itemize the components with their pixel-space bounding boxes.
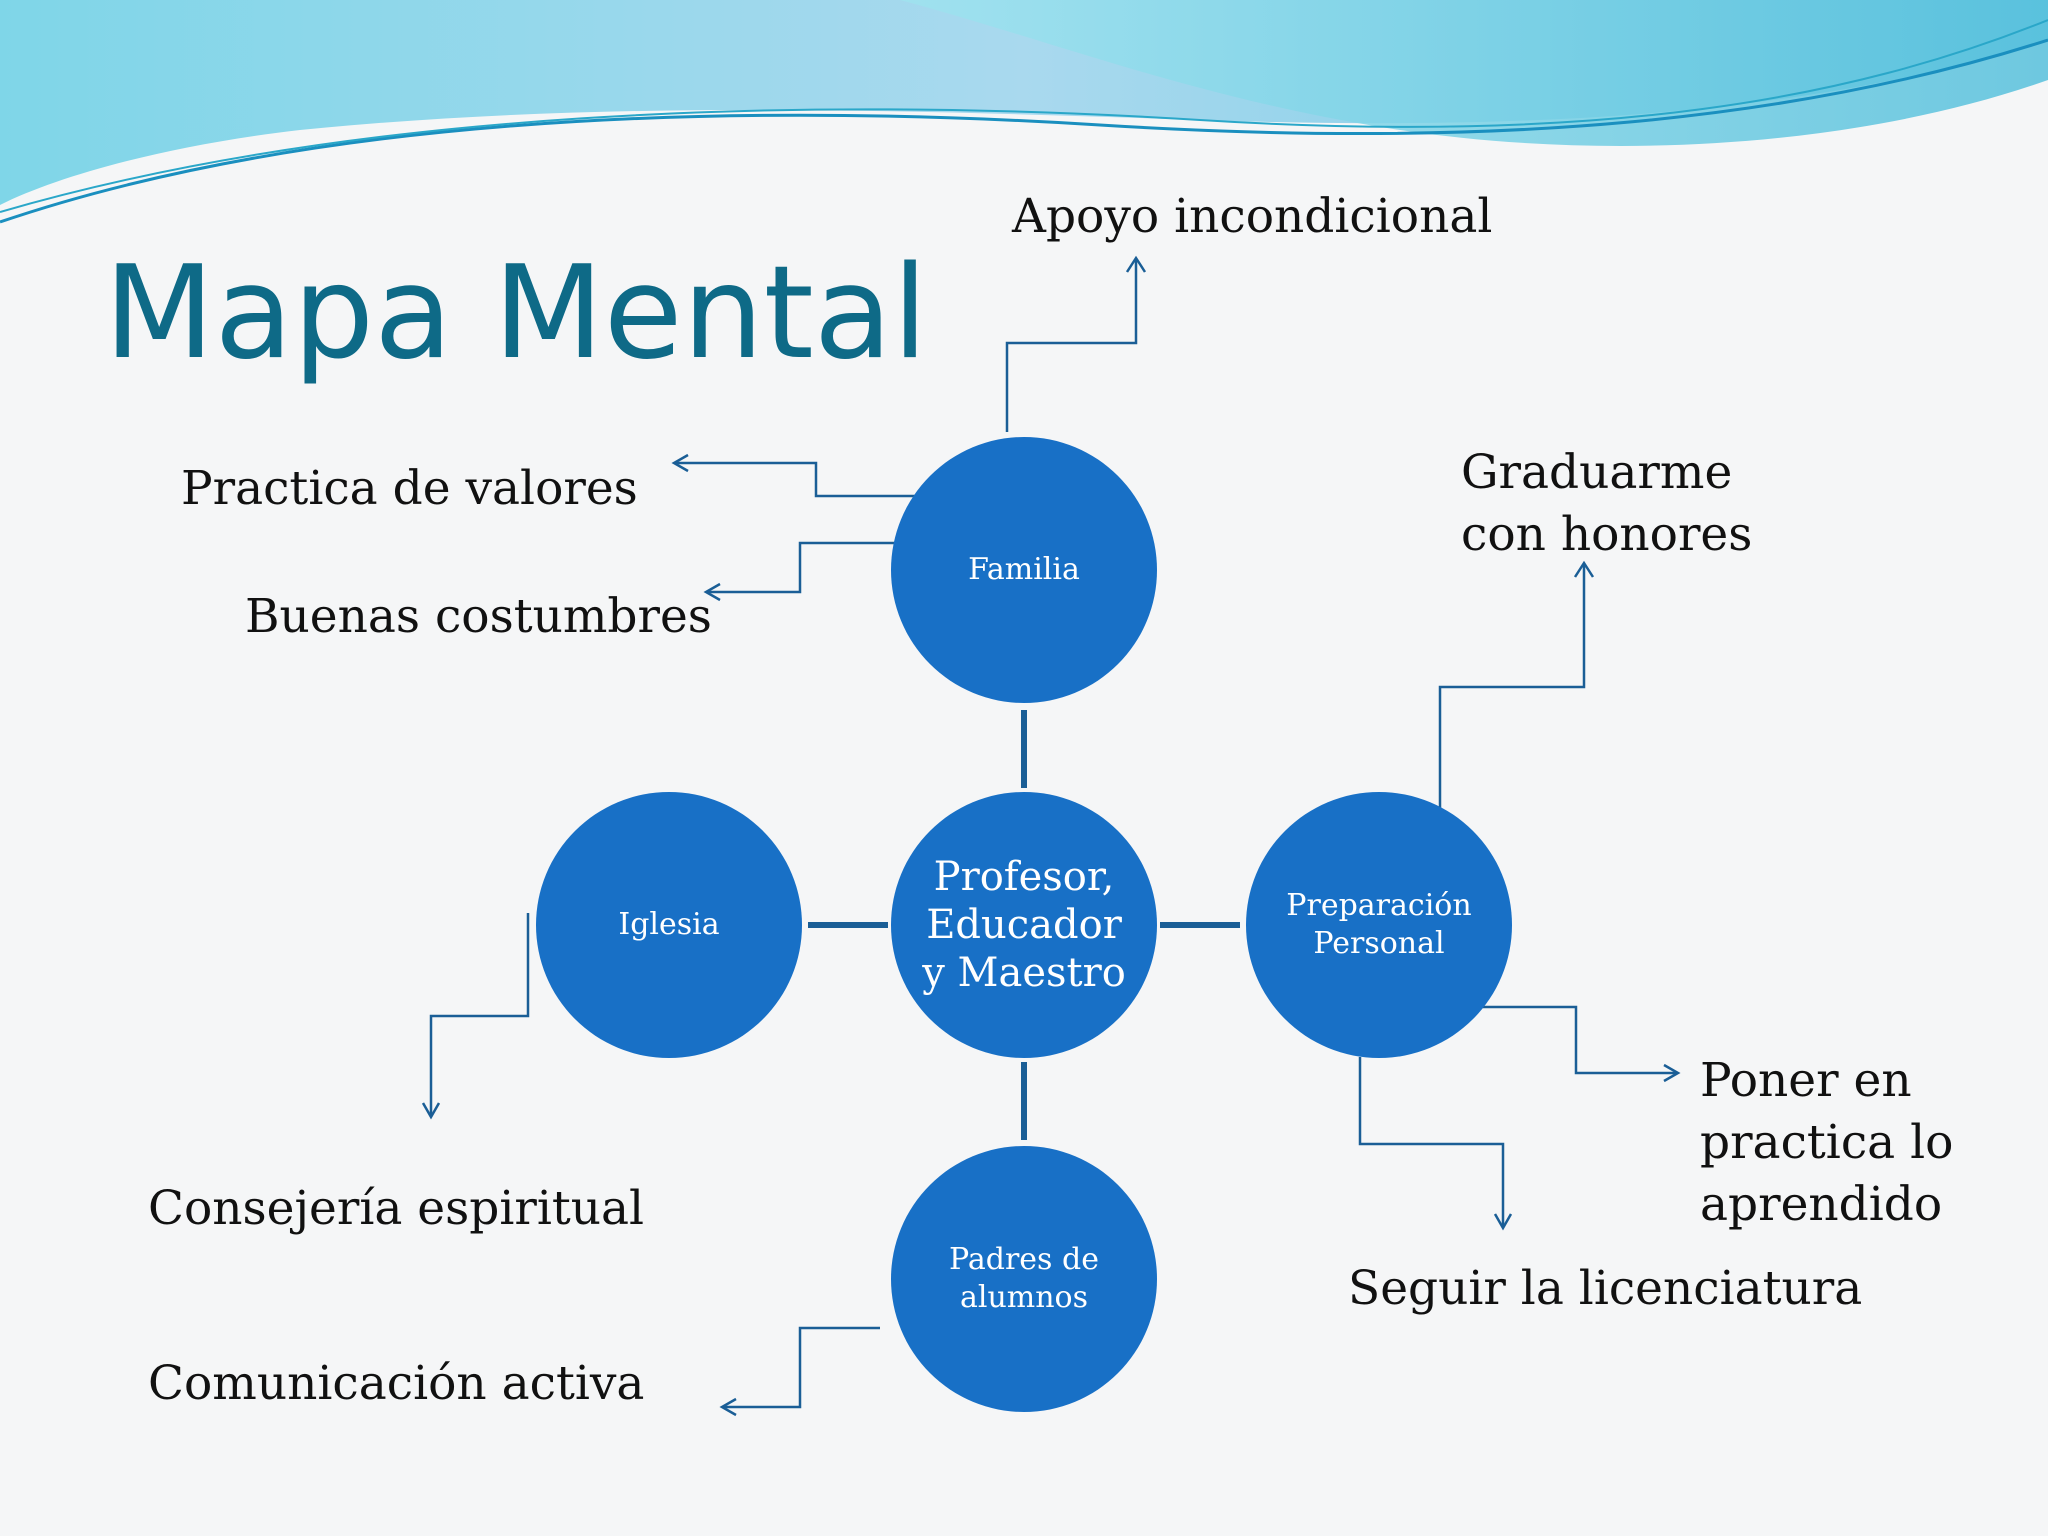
arrowhead-seguir [1493,1213,1513,1231]
node-padres-line2: alumnos [959,1280,1088,1315]
node-preparacion: Preparación Personal [1246,792,1512,1058]
label-poner-en-practica: Poner en practica lo aprendido [1700,1050,1953,1236]
connector-graduarme [1438,563,1586,815]
node-padres-line1: Padres de [949,1242,1099,1277]
label-graduarme-line1: Graduarme [1461,445,1733,500]
node-center-line1: Profesor, [933,854,1115,900]
label-seguir-la-licenciatura: Seguir la licenciatura [1348,1261,1863,1316]
label-poner-line1: Poner en [1700,1053,1912,1108]
arrowhead-buenas-costumbres [703,582,721,602]
arrowhead-apoyo [1125,255,1147,273]
label-practica-de-valores: Practica de valores [181,461,638,516]
node-center-line3: y Maestro [922,950,1126,996]
label-buenas-costumbres: Buenas costumbres [245,589,712,644]
header-wave-decoration [0,0,2048,224]
node-preparacion-line2: Personal [1313,926,1445,961]
arrowhead-practica-valores [671,453,689,473]
node-familia-label: Familia [968,552,1080,587]
arrowhead-poner [1663,1063,1681,1083]
node-iglesia: Iglesia [536,792,802,1058]
node-center-line2: Educador [926,902,1122,948]
arrowhead-comunicacion [719,1397,737,1417]
arrowhead-graduarme [1573,560,1595,578]
label-graduarme: Graduarme con honores [1461,442,1752,566]
label-graduarme-line2: con honores [1461,507,1753,562]
connector-buenas-costumbres [706,541,895,594]
label-consejeria-espiritual: Consejería espiritual [148,1181,645,1236]
connector-poner [1480,1005,1678,1075]
connector-consejeria [429,913,530,1117]
page-title: Mapa Mental [104,239,928,388]
label-comunicacion-activa: Comunicación activa [148,1356,645,1411]
node-iglesia-label: Iglesia [618,907,720,942]
node-padres: Padres de alumnos [891,1146,1157,1412]
label-apoyo-incondicional: Apoyo incondicional [1012,189,1493,244]
connector-comunicacion [722,1326,880,1409]
connector-practica-valores [674,461,960,498]
node-familia: Familia [891,437,1157,703]
connector-apoyo [1005,258,1138,432]
label-poner-line2: practica lo [1700,1115,1954,1170]
label-poner-line3: aprendido [1700,1177,1943,1232]
node-center: Profesor, Educador y Maestro [891,792,1157,1058]
connector-seguir [1358,1057,1505,1228]
arrowhead-consejeria [421,1102,441,1120]
node-preparacion-line1: Preparación [1286,888,1472,923]
